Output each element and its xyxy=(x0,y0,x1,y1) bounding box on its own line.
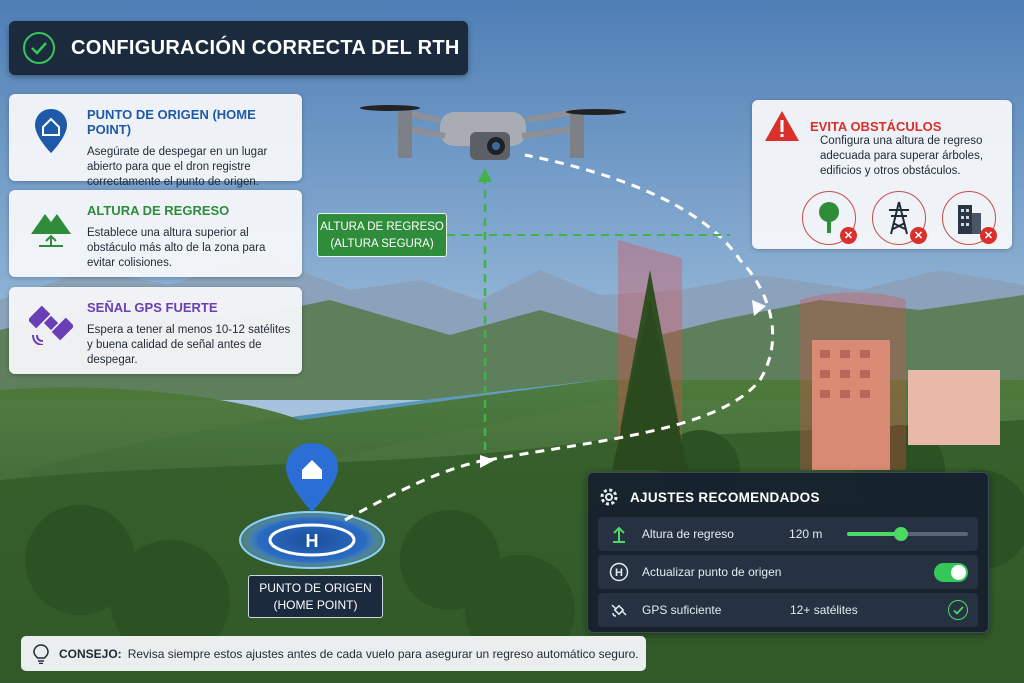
return-altitude-slider[interactable] xyxy=(846,527,968,541)
setting-return-altitude: Altura de regreso 120 m xyxy=(598,517,978,551)
power-tower-icon: ✕ xyxy=(872,191,927,245)
gear-icon xyxy=(600,488,618,506)
building-icon: ✕ xyxy=(942,191,997,245)
tip-bar: CONSEJO: Revisa siempre estos ajustes an… xyxy=(21,636,646,671)
setting-update-home-point: H Actualizar punto de origen xyxy=(598,555,978,589)
card-title: SEÑAL GPS FUERTE xyxy=(87,300,218,315)
card-title: PUNTO DE ORIGEN (HOME POINT) xyxy=(87,107,256,137)
label-line: ALTURA DE REGRESO xyxy=(320,221,444,233)
mountain-icon xyxy=(31,214,71,247)
check-circle-icon xyxy=(23,32,55,64)
toggle-knob xyxy=(951,564,966,580)
forbidden-x-icon: ✕ xyxy=(910,227,927,244)
tip-text: Revisa siempre estos ajustes antes de ca… xyxy=(127,646,639,661)
slider-fill xyxy=(846,532,902,536)
svg-text:H: H xyxy=(615,567,623,579)
card-text: Asegúrate de despegar en un lugar abiert… xyxy=(87,146,268,188)
obstacles-title: EVITA OBSTÁCULOS xyxy=(810,118,942,134)
svg-text:H: H xyxy=(306,531,319,551)
card-text: Establece una altura superior al obstácu… xyxy=(87,227,266,269)
page-title: CONFIGURACIÓN CORRECTA DEL RTH xyxy=(71,36,460,59)
label-line: (HOME POINT) xyxy=(273,598,358,612)
return-altitude-card: ALTURA DE REGRESO Establece una altura s… xyxy=(9,190,302,277)
altitude-arrow-icon xyxy=(608,525,630,543)
setting-gps: GPS suficiente 12+ satélites xyxy=(598,593,978,627)
setting-value: 12+ satélites xyxy=(790,603,858,617)
setting-label: Altura de regreso xyxy=(641,527,734,541)
tip-label: CONSEJO: xyxy=(59,646,122,661)
check-circle-icon xyxy=(948,600,968,620)
lightbulb-icon xyxy=(33,643,49,664)
warning-icon xyxy=(765,111,799,141)
satellite-icon xyxy=(608,601,630,619)
recommended-settings-panel: AJUSTES RECOMENDADOS Altura de regreso 1… xyxy=(587,472,989,633)
setting-value: 120 m xyxy=(789,527,823,541)
forbidden-x-icon: ✕ xyxy=(980,227,997,244)
return-altitude-label: ALTURA DE REGRESO (ALTURA SEGURA) xyxy=(317,213,447,257)
title-banner: CONFIGURACIÓN CORRECTA DEL RTH xyxy=(9,21,468,75)
home-point-icon: H xyxy=(608,562,630,582)
avoid-obstacles-card: EVITA OBSTÁCULOS Configura una altura de… xyxy=(752,100,1012,249)
update-home-point-toggle[interactable] xyxy=(934,562,968,582)
card-text: Espera a tener al menos 10-12 satélites … xyxy=(87,324,291,366)
setting-label: GPS suficiente xyxy=(642,603,722,617)
satellite-icon xyxy=(29,305,73,345)
setting-label: Actualizar punto de origen xyxy=(642,565,782,579)
forbidden-x-icon: ✕ xyxy=(840,227,857,244)
tree-icon: ✕ xyxy=(802,191,857,245)
settings-title: AJUSTES RECOMENDADOS xyxy=(630,489,820,505)
obstacles-text: Configura una altura de regreso adecuada… xyxy=(820,135,984,177)
slider-knob[interactable] xyxy=(894,527,909,541)
home-point-label: PUNTO DE ORIGEN (HOME POINT) xyxy=(248,575,383,618)
gps-signal-card: SEÑAL GPS FUERTE Espera a tener al menos… xyxy=(9,287,302,374)
home-pin-icon xyxy=(35,109,67,153)
home-point-card: PUNTO DE ORIGEN (HOME POINT) Asegúrate d… xyxy=(9,94,302,188)
label-line: PUNTO DE ORIGEN xyxy=(259,581,372,595)
card-title: ALTURA DE REGRESO xyxy=(87,203,230,218)
label-line: (ALTURA SEGURA) xyxy=(330,238,434,250)
